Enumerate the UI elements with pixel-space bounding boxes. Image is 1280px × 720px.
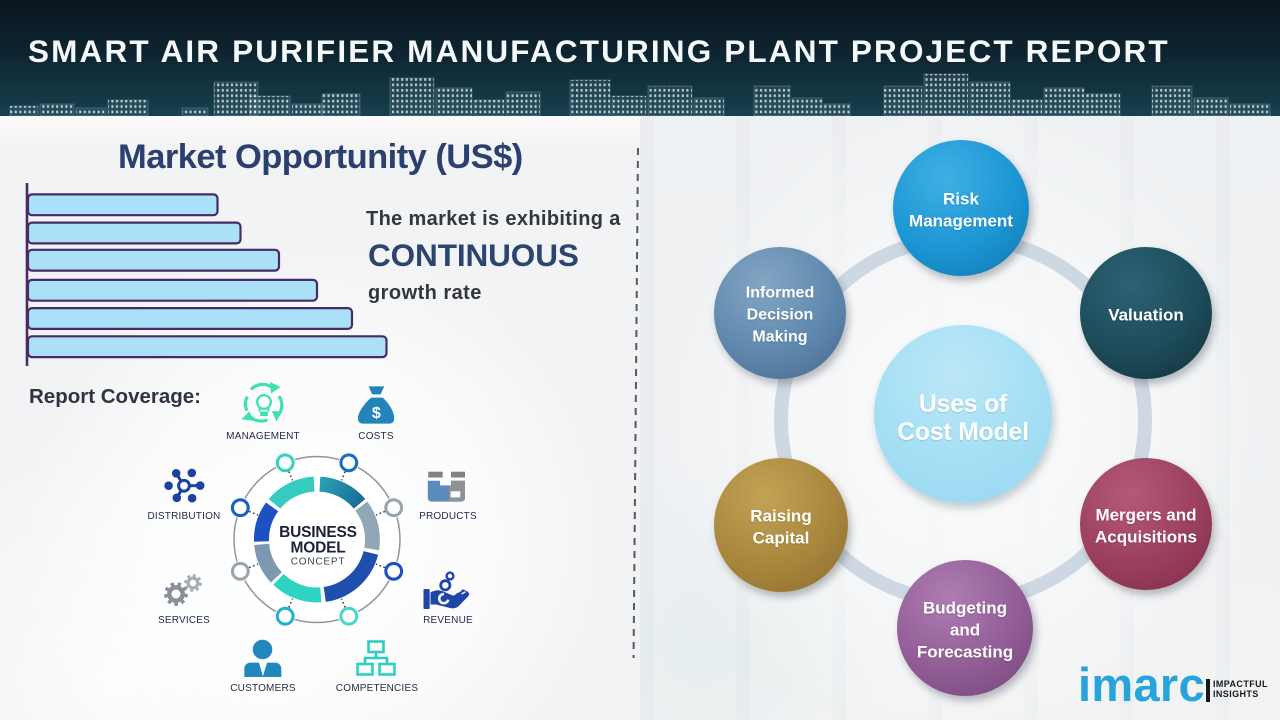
svg-text:CONCEPT: CONCEPT bbox=[291, 557, 346, 568]
svg-text:MODEL: MODEL bbox=[291, 540, 346, 557]
svg-text:BUSINESS: BUSINESS bbox=[279, 524, 357, 541]
svg-text:$: $ bbox=[372, 405, 381, 422]
